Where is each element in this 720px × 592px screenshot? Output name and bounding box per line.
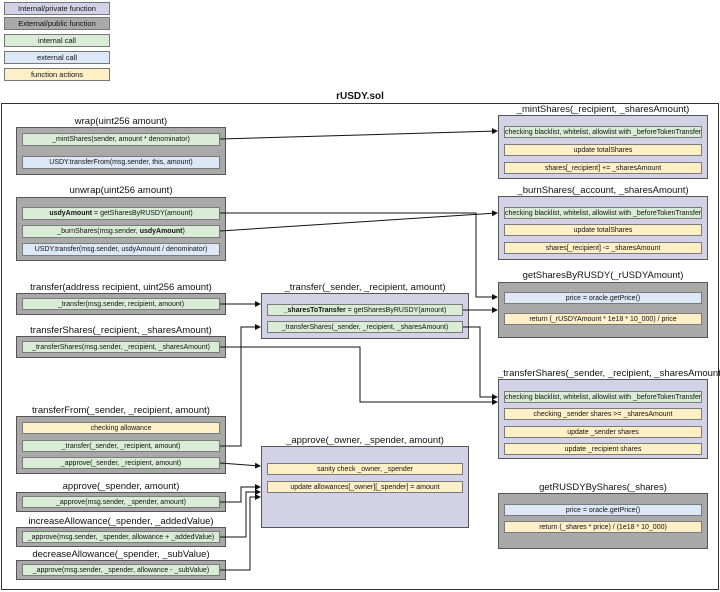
getsharesbyrusdy-getprice-call: price = oracle.getPrice() — [504, 292, 702, 304]
arrow-unwrap-to-burnshares — [219, 210, 498, 232]
transferfrom-title: transferFrom(_sender, _recipient, amount… — [32, 405, 210, 416]
arrow-unwrap-to-getsharesbyrusdy — [220, 212, 498, 300]
transfershares-title: transferShares(_recipient, _sharesAmount… — [30, 325, 212, 336]
transferfrom-transfer-call: _transfer(_sender, _recipient, amount) — [22, 440, 220, 452]
arrow-decreaseallowance-to-internal-approve — [220, 494, 261, 571]
approve-internal-call: _approve(msg.sender, _spender, amount) — [22, 496, 220, 508]
legend-external-public: External/public function — [4, 17, 110, 30]
transferfrom-check-allowance: checking allowance — [22, 422, 220, 434]
getrusdybyshares-return: return (_shares * price) / (1e18 * 10_00… — [504, 521, 702, 533]
contract-frame — [1, 103, 719, 590]
unwrap-title: unwrap(uint256 amount) — [69, 185, 173, 196]
transfershares-internal-call: _transferShares(msg.sender, _recipient, … — [22, 341, 220, 353]
decreaseallowance-approve-call: _approve(msg.sender, _spender, allowance… — [22, 564, 220, 576]
mintshares-update-totalshares: update totalShares — [504, 144, 702, 156]
getrusdybyshares-title: getRUSDYByShares(_shares) — [539, 482, 667, 493]
approve-title: approve(_spender, amount) — [62, 481, 180, 492]
increaseallowance-approve-call: _approve(msg.sender, _spender, allowance… — [22, 531, 220, 543]
transferfrom-approve-call: _approve(_sender, _recipient, amount) — [22, 457, 220, 469]
burnshares-update-recipient: shares[_recipient] -= _sharesAmount — [504, 242, 702, 254]
unwrap-getshares-call: usdyAmount = getSharesByRUSDY(amount) — [22, 207, 220, 220]
arrow-wrap-to-mintshares — [219, 128, 498, 140]
internal-transfershares-check-sender: checking _sender shares >= _sharesAmount — [504, 408, 702, 420]
internal-approve-sanity-check: sanity check _owner, _spender — [267, 463, 463, 475]
internal-transfer-title: _transfer(_sender, _recipient, amount) — [284, 282, 446, 293]
mintshares-title: _mintShares(_recipient, _sharesAmount) — [516, 104, 690, 115]
mintshares-check-call: checking blacklist, whitelist, allowlist… — [504, 126, 702, 138]
increaseallowance-title: increaseAllowance(_spender, _addedValue) — [28, 516, 214, 527]
internal-transfershares-title: _transferShares(_sender, _recipient, _sh… — [498, 368, 720, 379]
getsharesbyrusdy-title: getSharesByRUSDY(_rUSDYAmount) — [522, 270, 684, 281]
legend-internal-private: Internal/private function — [4, 2, 110, 15]
arrow-increaseallowance-to-internal-approve — [220, 489, 261, 538]
internal-transfershares-update-recipient: update _recipient shares — [504, 443, 702, 455]
internal-transfer-transfershares-call: _transferShares(_sender, _recipient, _sh… — [267, 321, 463, 333]
arrow-transfershares-to-internal-transfershares — [220, 346, 498, 405]
wrap-title: wrap(uint256 amount) — [74, 116, 168, 127]
decreaseallowance-title: decreaseAllowance(_spender, _subValue) — [32, 549, 210, 560]
getsharesbyrusdy-return: return (_rUSDYAmount * 1e18 * 10_000) / … — [504, 313, 702, 325]
burnshares-title: _burnShares(_account, _sharesAmount) — [517, 185, 689, 196]
legend-internal-call: internal call — [4, 34, 110, 47]
internal-transfershares-check-call: checking blacklist, whitelist, allowlist… — [504, 391, 702, 403]
wrap-transferfrom-call: USDY.transferFrom(msg.sender, this, amou… — [22, 156, 220, 169]
internal-transfer-getshares-call: _sharesToTransfer = getSharesByRUSDY(amo… — [267, 304, 463, 316]
unwrap-burnshares-call: _burnShares(msg.sender, usdyAmount) — [22, 225, 220, 238]
arrow-internal-transfer-to-transfershares — [463, 326, 498, 400]
unwrap-usdy-transfer-call: USDY.transfer(msg.sender, usdyAmount / d… — [22, 243, 220, 256]
internal-approve-update-allowances: update allowances[_owner][_spender] = am… — [267, 481, 463, 493]
diagram-title: rUSDY.sol — [336, 91, 384, 102]
legend-external-call: external call — [4, 51, 110, 64]
transfer-title: transfer(address recipient, uint256 amou… — [30, 282, 212, 293]
wrap-mintshares-call: _mintShares(sender, amount * denominator… — [22, 133, 220, 146]
arrow-transferfrom-to-internal-transfer — [220, 324, 261, 447]
getsharesbyrusdy-function — [498, 282, 708, 338]
mintshares-update-recipient: shares[_recipient] += _sharesAmount — [504, 162, 702, 174]
burnshares-update-totalshares: update totalShares — [504, 224, 702, 236]
arrow-approve-to-internal-approve — [220, 484, 261, 503]
getrusdybyshares-getprice-call: price = oracle.getPrice() — [504, 504, 702, 516]
internal-transfershares-update-sender: update _sender shares — [504, 426, 702, 438]
arrow-transferfrom-to-internal-approve — [219, 462, 261, 469]
burnshares-check-call: checking blacklist, whitelist, allowlist… — [504, 207, 702, 219]
transfer-internal-call: _transfer(msg.sender, recipient, amount) — [22, 298, 220, 310]
internal-approve-title: _approve(_owner, _spender, amount) — [286, 435, 444, 446]
legend-function-actions: function actions — [4, 68, 110, 81]
